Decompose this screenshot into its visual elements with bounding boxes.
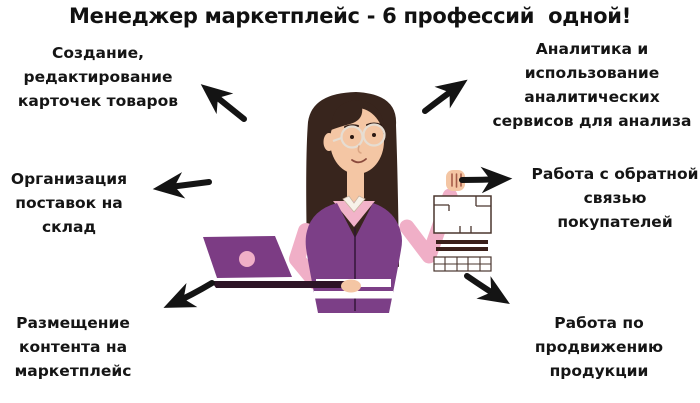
shirt-collar — [342, 195, 366, 213]
arrows — [152, 79, 513, 308]
floor-plan-lines — [434, 196, 491, 233]
arrow-top-right — [422, 79, 468, 114]
arrow-mid-right — [459, 166, 513, 194]
right-hand — [446, 170, 465, 191]
role-label-warehouse-supply: Организация поставок на склад — [10, 170, 128, 236]
documents-stack — [433, 195, 492, 272]
arrow-bottom-right — [464, 273, 510, 304]
floor-plan-document — [433, 195, 492, 234]
nose — [357, 145, 362, 154]
role-label-customer-feedback: Работа с обратной связью покупателей — [531, 165, 699, 231]
hair-fringe — [331, 100, 384, 132]
left-hand — [341, 279, 361, 293]
role-label-create-cards: Создание, редактирование карточек товаро… — [17, 44, 179, 110]
role-label-analytics: Аналитика и использование аналитических … — [492, 40, 692, 130]
arrow-top-left — [200, 84, 247, 122]
role-label-content-placement: Размещение контента на маркетплейс — [14, 314, 132, 380]
document-bar-2 — [436, 247, 488, 251]
laptop-base — [211, 281, 350, 288]
smile — [351, 158, 367, 164]
vest-stripe-bottom — [314, 291, 393, 299]
laptop-logo — [239, 251, 255, 267]
document-grid — [433, 256, 492, 272]
woman-illustration — [203, 92, 492, 313]
ear — [323, 133, 335, 151]
shirt-chest — [333, 201, 375, 227]
infographic-title: Менеджер маркетплейс - 6 профессий одной… — [69, 4, 631, 28]
role-label-promotion: Работа по продвижению продукции — [534, 314, 664, 380]
left-eye — [350, 135, 354, 139]
arrow-mid-left — [152, 172, 212, 199]
document-bar-1 — [436, 240, 488, 244]
glasses — [332, 123, 386, 149]
neck — [347, 168, 364, 204]
arrow-bottom-left — [163, 280, 215, 308]
right-eye — [372, 133, 376, 137]
